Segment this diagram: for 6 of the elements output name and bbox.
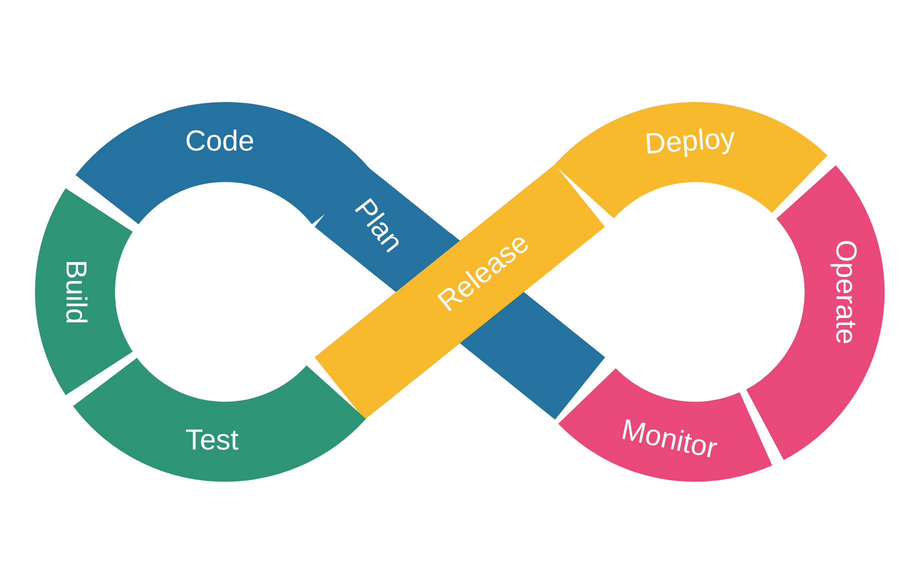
segment-label: Build <box>60 260 90 324</box>
segment-label: Test <box>185 426 239 456</box>
segment-label: Monitor <box>618 415 720 464</box>
segment-label: Operate <box>830 240 860 344</box>
segment-label: Code <box>185 128 254 157</box>
segment-label: Deploy <box>644 124 736 160</box>
